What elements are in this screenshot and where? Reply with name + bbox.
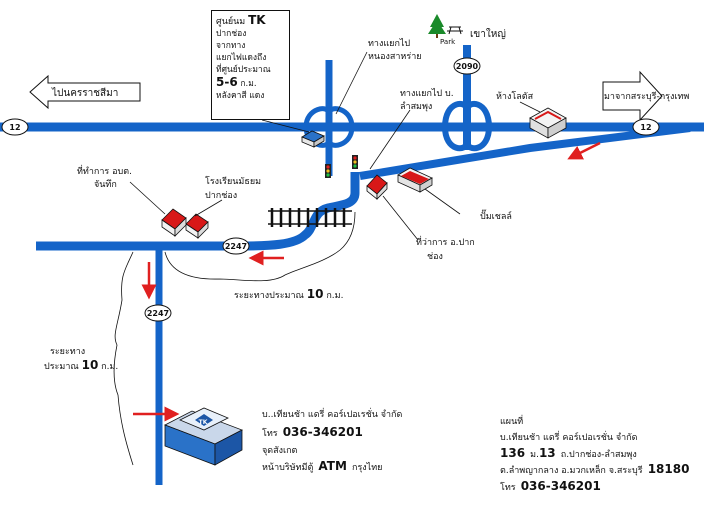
address-company: บ.เทียนชัา แดรี่ คอร์เปอเรชั่น จำกัด xyxy=(500,430,638,443)
arrow-from-saraburi: มาจากสระบุรี-กรุงเทพ xyxy=(602,70,689,122)
info-box-title: ศูนย์นม TK xyxy=(216,13,266,27)
route-arrows xyxy=(133,141,601,422)
company-building: TK xyxy=(164,407,243,466)
svg-text:ประมาณ 10 ก.ม.: ประมาณ 10 ก.ม. xyxy=(44,358,118,372)
building-tk-center xyxy=(301,130,325,148)
label-tambon-office-1: ที่ทำการ อบต. xyxy=(77,164,132,177)
svg-text:ระยะทาง: ระยะทาง xyxy=(50,347,85,357)
road-2247-curve xyxy=(36,172,360,251)
distance-brace-horizontal xyxy=(164,211,356,282)
address-heading: แผนที่ xyxy=(500,414,523,427)
info-box-line5: ที่ศูนย์ประมาณ xyxy=(216,65,271,75)
building-shell xyxy=(397,167,433,193)
svg-text:2247: 2247 xyxy=(225,242,247,251)
red-arrow-icon xyxy=(567,141,601,160)
address-line3: ต.ลำพญากลาง อ.มวกเหล็ก จ.สระบุรี 18180 xyxy=(500,458,689,477)
svg-text:2247: 2247 xyxy=(147,309,169,318)
label-amphoe-1: ที่ว่าการ อ.ปาก xyxy=(416,235,475,248)
traffic-light-icon xyxy=(352,155,358,169)
label-lamsompung-2: ลำสมพุง xyxy=(400,101,432,112)
building-lotus xyxy=(529,107,567,139)
tk-center-info-box: ศูนย์นม TK ปากช่อง จากทาง แยกไฟแดงถึง ที… xyxy=(211,10,290,120)
building-amphoe xyxy=(366,174,388,200)
info-box-line3: จากทาง xyxy=(216,41,246,51)
label-shell: ปั๊มเชลล์ xyxy=(480,209,512,222)
shield-12-right: 12 xyxy=(632,118,660,136)
label-school-2: ปากช่อง xyxy=(205,191,237,201)
info-box-distance: 5-6 ก.ม. xyxy=(216,75,257,89)
railway xyxy=(268,208,352,227)
svg-text:12: 12 xyxy=(640,123,651,132)
info-box-line4: แยกไฟแดงถึง xyxy=(216,53,267,63)
address-line2: 136 ม.13 ถ.ปากช่อง-ลำสมพุง xyxy=(500,442,637,461)
svg-text:12: 12 xyxy=(9,123,20,132)
info-box-line7: หลังคาสี แดง xyxy=(216,91,265,101)
tk-logo-icon: TK xyxy=(195,414,213,426)
road-frontage xyxy=(359,124,691,180)
destination-info: บ..เทียนชัา แดรี่ คอร์เปอเรชั่น จำกัด โท… xyxy=(262,407,402,474)
destination-company: บ..เทียนชัา แดรี่ คอร์เปอเรชั่น จำกัด xyxy=(262,407,402,420)
svg-text:TK: TK xyxy=(199,419,208,426)
road-network xyxy=(0,45,704,485)
distance-brace-vertical xyxy=(113,251,134,466)
tree-icon xyxy=(428,14,446,38)
arrow-left-label: ไปนครราชสีมา xyxy=(51,87,118,99)
park: Park เขาใหญ่ xyxy=(428,14,506,46)
shield-2090: 2090 xyxy=(453,57,481,75)
address-block: แผนที่ บ.เทียนชัา แดรี่ คอร์เปอเรชั่น จำ… xyxy=(500,414,689,494)
label-nong-sarai-2: หนองสาหร่าย xyxy=(368,52,422,62)
label-tambon-office-2: จันทึก xyxy=(94,179,117,190)
shield-12-left: 12 xyxy=(1,118,29,136)
destination-landmark: หน้าบริษัทมีตู้ ATM กรุงไทย xyxy=(262,455,382,474)
info-box-line2: ปากช่อง xyxy=(216,29,247,39)
label-lamsompung-1: ทางแยกไป บ. xyxy=(400,88,454,99)
svg-text:2090: 2090 xyxy=(456,62,479,71)
traffic-light-icon xyxy=(325,164,331,178)
svg-text:ระยะทางประมาณ 10 ก.ม.: ระยะทางประมาณ 10 ก.ม. xyxy=(234,287,343,301)
park-label: Park xyxy=(440,38,456,46)
building-school xyxy=(185,213,209,239)
label-lotus: ห้างโลตัส xyxy=(496,91,534,102)
khao-yai-label: เขาใหญ่ xyxy=(470,28,506,40)
label-school-1: โรงเรียนมัธยม xyxy=(205,176,261,187)
label-amphoe-2: ช่อง xyxy=(427,252,443,262)
distance-label-vertical: ระยะทาง ประมาณ 10 ก.ม. xyxy=(44,347,118,372)
shield-2247-left: 2247 xyxy=(144,304,172,322)
address-phone: โทร 036-346201 xyxy=(500,475,601,494)
arrow-to-nakhon-ratchasima: ไปนครราชสีมา xyxy=(29,74,141,110)
destination-phone: โทร 036-346201 xyxy=(262,421,363,440)
shield-2247-top: 2247 xyxy=(222,237,250,255)
interchange-nong-sarai xyxy=(303,106,355,148)
distance-label-horizontal: ระยะทางประมาณ 10 ก.ม. xyxy=(234,287,343,301)
label-nong-sarai-1: ทางแยกไป xyxy=(368,38,410,49)
picnic-table-icon xyxy=(447,26,463,35)
leader-lines xyxy=(113,51,541,466)
interchange-2090 xyxy=(442,100,492,152)
building-tambon-office xyxy=(161,208,187,237)
destination-point: จุดสังเกต xyxy=(262,446,298,456)
arrow-right-label: มาจากสระบุรี-กรุงเทพ xyxy=(604,91,689,102)
